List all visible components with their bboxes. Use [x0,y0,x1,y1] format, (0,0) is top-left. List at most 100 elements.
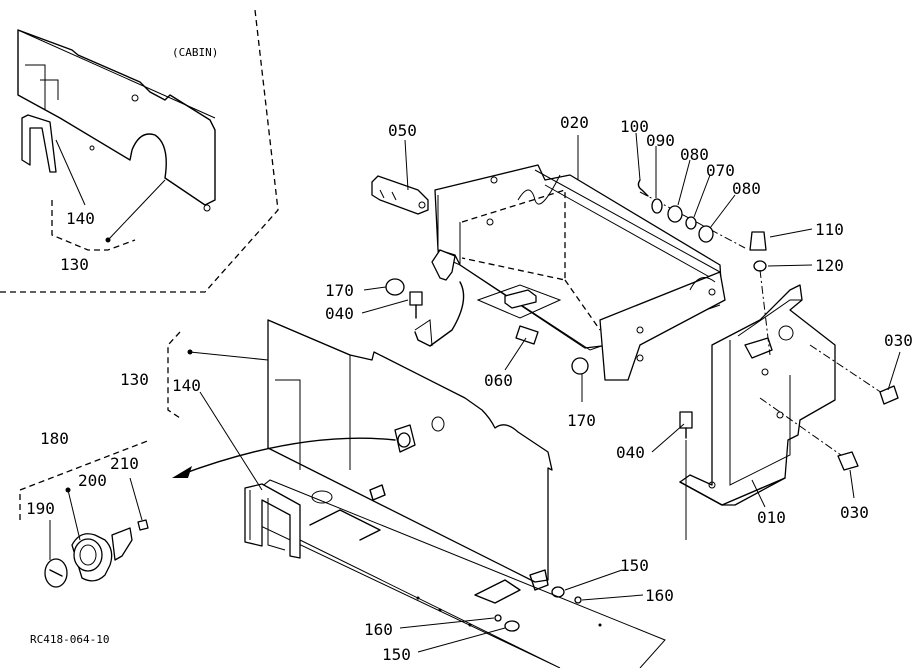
label-060: 060 [484,371,513,390]
left-bracket-strap [414,281,465,347]
cover-panel-body [267,319,553,583]
inset-leader-dot [105,237,111,243]
label-040b: 040 [616,443,645,462]
cover-panel-bracket [369,484,386,501]
cover-panel-hole [431,416,445,432]
stay-060-body [504,289,537,309]
left-mount-bracket [414,249,465,347]
washer-090 [651,198,663,214]
label-050: 050 [388,121,417,140]
leader-100 [635,132,641,181]
cover-panel-tab [529,569,549,591]
lock-leader-200 [67,489,81,541]
side-plate-boss [778,325,794,341]
drawing-code: RC418-064-10 [30,633,109,646]
cover-panel-edge [267,319,351,448]
leader-060 [504,337,527,371]
leader-130 [189,351,269,361]
side-plate-chain-a [809,344,886,396]
label-200: 200 [78,471,107,490]
lock-cam [111,527,133,561]
callout-labels: 050 020 100 090 080 070 080 110 120 170 … [26,113,913,664]
left-bracket-plate [414,319,433,347]
leader-130-dot [187,349,193,355]
floor-rail [309,509,381,541]
nut-160a [574,596,582,604]
label-210: 210 [110,454,139,473]
leader-lines [167,132,901,653]
side-plate-inner [711,340,791,486]
label-160a: 160 [645,586,674,605]
leader-160a [581,594,644,601]
floor-dot-1 [416,596,420,600]
bolt-060 [515,325,539,345]
side-plate-top [737,299,802,337]
leader-110 [769,228,813,238]
label-030a: 030 [884,331,913,350]
stay-060 [476,284,562,319]
label-040a: 040 [325,304,354,323]
nut-120 [753,260,767,272]
frame-cable [517,174,716,291]
bolt-030b [837,451,859,471]
cover-panel-cutout [275,379,301,470]
fasteners [385,179,899,632]
collar-070 [685,216,697,230]
cabin-inset: (CABIN) 140 130 [0,9,279,293]
latch-arrowhead [172,466,192,478]
leader-030b [849,469,855,499]
leader-150a [564,569,623,591]
label-110: 110 [815,220,844,239]
floor-bracket [474,579,521,604]
bolt-030a [879,385,899,405]
inset-cutout [25,64,59,110]
side-plate-hole-2 [761,368,769,376]
frame-hole-2 [486,218,494,226]
leader-140 [199,391,263,491]
collar-080a [667,205,683,223]
leader-010 [751,479,766,508]
side-plate-chain-b [759,397,849,461]
leader-070 [693,174,711,218]
lock-assembly [19,424,416,588]
leader-080a [677,159,691,206]
label-140: 140 [172,376,201,395]
side-plate-boss-2 [744,337,773,359]
floor-hole [311,490,333,504]
leader-120 [767,264,813,267]
floor-dot-3 [468,623,472,627]
leader-040b [651,423,685,453]
bracket-050-tab [379,189,397,201]
label-150a: 150 [620,556,649,575]
inset-panel-edge [17,29,216,119]
label-170b: 170 [567,411,596,430]
side-plate-010 [679,284,886,506]
frame-inner-dashed [461,189,566,281]
label-120: 120 [815,256,844,275]
leader-150b [417,627,506,653]
frame-hole-5 [708,288,716,296]
lock-group-bracket [19,439,151,520]
bolt-110 [749,231,767,251]
handle-body [244,483,301,559]
inset-caption: (CABIN) [172,46,218,59]
lock-cylinder-face [73,538,103,572]
collar-080b [698,225,714,243]
label-020: 020 [560,113,589,132]
label-100: 100 [620,117,649,136]
label-190: 190 [26,499,55,518]
side-plate-hole-3 [708,481,716,489]
bracket-050 [371,175,429,215]
bolt-110-axis [759,269,771,356]
stay-060-plate [476,284,562,319]
frame-right-plate [599,271,726,381]
inset-hole [131,94,139,102]
inset-handle [21,114,57,173]
latch-arrow [179,437,396,476]
frame-hole-3 [636,326,644,334]
floor-dot-2 [438,608,442,612]
handle-140 [244,483,301,559]
plug-170b [571,357,589,375]
inset-hole-2 [89,145,95,151]
